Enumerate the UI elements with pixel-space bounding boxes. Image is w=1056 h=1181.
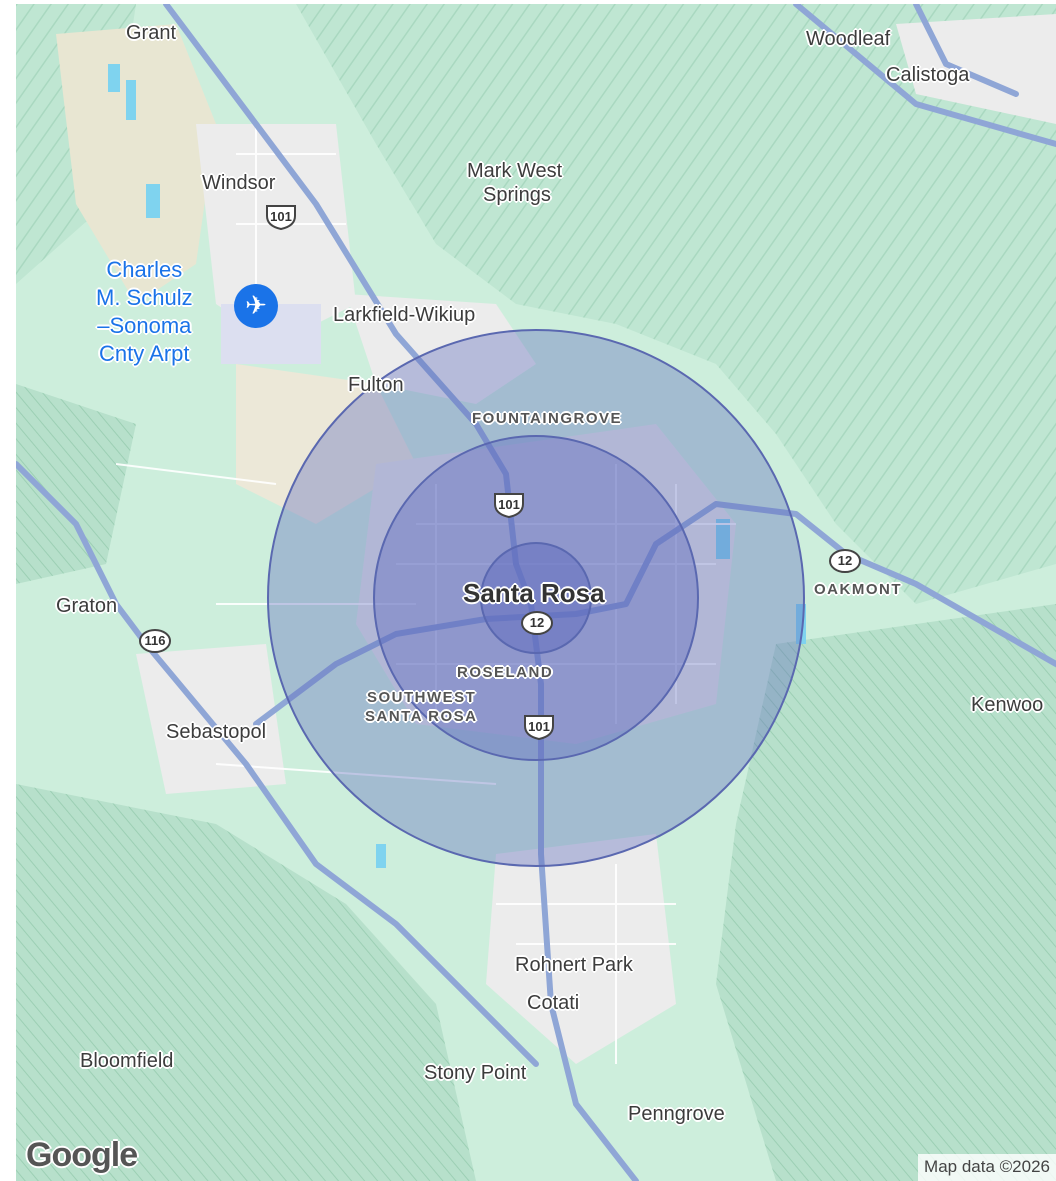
- radius-rings: [267, 329, 805, 867]
- place-graton: Graton: [56, 595, 118, 617]
- airport-label-line4: Cnty Arpt: [99, 341, 190, 366]
- foothill-route: [913, 4, 1019, 97]
- airport-label[interactable]: Charles M. Schulz –Sonoma Cnty Arpt: [96, 256, 193, 368]
- map-attribution[interactable]: Map data ©2026: [918, 1154, 1056, 1181]
- place-grant: Grant: [126, 22, 177, 44]
- place-roseland: ROSELAND: [457, 664, 554, 681]
- western-hills: [16, 784, 476, 1181]
- place-rohnert-park: Rohnert Park: [515, 954, 633, 976]
- place-southwest-2: SANTA ROSA: [365, 708, 478, 725]
- us-101-shield-label: 101: [498, 497, 520, 512]
- us-101-shield-label: 101: [270, 209, 292, 224]
- map-base: [16, 4, 1056, 1181]
- place-sebastopol: Sebastopol: [166, 721, 267, 743]
- graton-hills: [16, 384, 136, 584]
- ca-12-shield-label: 12: [837, 553, 853, 568]
- mayacamas-hills: [296, 4, 1056, 604]
- rohnert-park-urban: [486, 834, 676, 1064]
- airport-label-line2: M. Schulz: [96, 285, 193, 310]
- place-kenwood: Kenwoo: [971, 694, 1044, 716]
- place-penngrove: Penngrove: [628, 1103, 725, 1125]
- place-mark-west-1: Mark West: [467, 160, 563, 182]
- radius-ring-inner: [480, 542, 592, 654]
- us-101-shield: 101: [264, 204, 298, 230]
- place-calistoga: Calistoga: [886, 64, 970, 86]
- place-fulton: Fulton: [348, 374, 404, 396]
- place-cotati: Cotati: [527, 992, 580, 1014]
- place-woodleaf: Woodleaf: [806, 28, 891, 50]
- us-101-shield: 101: [492, 492, 526, 518]
- ca-116-route: [16, 461, 539, 1067]
- place-larkfield: Larkfield-Wikiup: [333, 304, 476, 326]
- sonoma-mountain-hills: [716, 604, 1056, 1181]
- place-southwest-1: SOUTHWEST: [367, 689, 477, 706]
- place-bloomfield: Bloomfield: [80, 1050, 174, 1072]
- larkfield-urban: [346, 294, 536, 404]
- place-oakmont: OAKMONT: [814, 581, 902, 598]
- place-santa-rosa: Santa Rosa: [463, 578, 605, 608]
- google-logo[interactable]: Google: [26, 1136, 138, 1174]
- us-101-shield: 101: [522, 714, 556, 740]
- calistoga-road: [793, 4, 1056, 147]
- windsor-urban: [196, 124, 356, 344]
- airport-label-line3: –Sonoma: [97, 313, 192, 338]
- ca-12-shield-label: 12: [529, 615, 545, 630]
- farmland-fulton: [236, 364, 416, 524]
- place-mark-west-2: Springs: [483, 184, 551, 206]
- ca-12-shield: 12: [828, 548, 862, 574]
- ca-116-shield: 116: [138, 628, 172, 654]
- place-fountaingrove: FOUNTAINGROVE: [472, 410, 623, 427]
- place-stony-point: Stony Point: [424, 1062, 527, 1084]
- ca-12-shield: 12: [520, 610, 554, 636]
- map-viewport[interactable]: Grant Woodleaf Calistoga Windsor Mark We…: [16, 4, 1056, 1181]
- ca-116-shield-label: 116: [144, 633, 166, 648]
- us-101-shield-label: 101: [528, 719, 550, 734]
- place-windsor: Windsor: [202, 172, 276, 194]
- airplane-icon[interactable]: ✈: [234, 284, 278, 328]
- farmland-north: [56, 24, 216, 304]
- airport-label-line1: Charles: [106, 257, 183, 282]
